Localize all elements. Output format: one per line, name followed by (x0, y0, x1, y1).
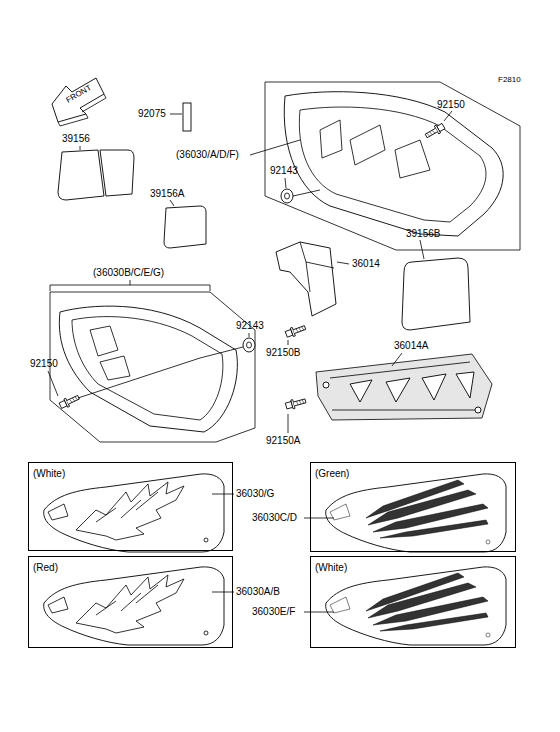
cover-panel-upper-stroke (444, 111, 452, 121)
cover-variant-drawings-stroke (44, 474, 224, 552)
cover-panel-lower-stroke (72, 317, 223, 420)
cover-panel-lower-stroke (59, 306, 237, 432)
front-arrow-icon (52, 78, 106, 126)
callout-number: 92143 (236, 320, 264, 332)
bracket-36014-stroke (285, 323, 307, 338)
front-arrow-icon-stroke (52, 78, 104, 122)
callout-number: 36030/G (236, 488, 274, 500)
cover-panel-upper-stroke (284, 92, 503, 236)
cover-variant-drawings-stroke-stroke (330, 480, 490, 544)
callout-number: 92150 (30, 358, 58, 370)
callout-number: 92150 (437, 99, 465, 111)
cover-variant-drawings-stroke-stroke (326, 567, 506, 645)
callout-number: (36030B/C/E/G) (93, 267, 164, 279)
callout-number: 39156 (62, 133, 90, 145)
cover-panel-upper (250, 82, 520, 250)
sticker-39156a (164, 200, 206, 248)
callout-number: 36030A/B (236, 586, 280, 598)
cover-variant-drawings-stroke (326, 474, 506, 552)
sticker-39156b (402, 240, 470, 330)
callout-number: 36030E/F (252, 606, 295, 618)
sticker-39156a-stroke (170, 200, 174, 206)
cover-panel-lower-stroke (58, 393, 80, 410)
chain-guard-36014a (285, 353, 492, 433)
callout-number: 92075 (138, 108, 166, 120)
cover-variant-drawings-stroke-stroke (326, 474, 506, 552)
chain-guard-36014a-stroke (316, 354, 492, 420)
pad-part-stroke (170, 114, 182, 115)
callout-number: 39156A (150, 188, 184, 200)
figure-code: F2810 (498, 74, 521, 86)
callout-number: 92150B (266, 347, 300, 359)
callout-number: 92143 (270, 165, 298, 177)
callout-number: 36014 (352, 258, 380, 270)
callout-number: 36014A (394, 340, 428, 352)
bracket-36014 (276, 242, 349, 345)
cover-variant-drawings-stroke (44, 567, 224, 645)
cover-variant-drawings-stroke-stroke (48, 575, 208, 635)
variant-box: (Green) (310, 462, 516, 552)
sticker-39156 (58, 146, 134, 200)
sticker-39156-stroke (58, 150, 104, 200)
callout-number: (36030/A/D/F) (176, 149, 239, 161)
sticker-39156b-stroke (420, 240, 424, 259)
chain-guard-36014a-stroke (330, 362, 476, 410)
cover-panel-lower-stroke (243, 338, 255, 352)
cover-panel-upper-stroke (320, 120, 430, 178)
chain-guard-36014a-stroke (475, 407, 481, 413)
cover-variant-drawings-stroke-stroke (330, 573, 490, 637)
cover-panel-lower-stroke (50, 292, 255, 442)
sticker-39156-stroke (100, 150, 134, 196)
color-heading: (White) (29, 465, 69, 483)
bracket-36014-stroke (276, 242, 336, 316)
sticker-39156a-stroke (164, 206, 206, 248)
bracket-36014-stroke (337, 262, 349, 264)
cover-panel-upper-stroke (250, 140, 300, 155)
cover-variant-drawings-stroke (326, 567, 506, 645)
cover-panel-upper-stroke (281, 189, 293, 203)
cover-panel-lower (48, 280, 255, 442)
callout-number: 39156B (406, 228, 440, 240)
sticker-39156b-stroke (402, 258, 470, 330)
callout-number: 92150A (266, 435, 300, 447)
cover-panel-lower-stroke (90, 326, 130, 380)
cover-panel-upper-stroke (265, 82, 520, 250)
variant-box: (White) (28, 462, 233, 551)
chain-guard-36014a-stroke (350, 372, 474, 402)
chain-guard-36014a-stroke (288, 414, 289, 433)
bracket-36014-stroke (288, 340, 289, 345)
sticker-39156-stroke (80, 146, 81, 150)
callout-number: 36030C/D (252, 512, 297, 524)
pad-part (170, 103, 191, 131)
cover-variant-drawings-stroke-stroke (44, 567, 224, 645)
color-heading: (White) (311, 559, 351, 577)
color-heading: (Green) (311, 465, 353, 483)
cover-panel-upper-stroke (299, 107, 486, 222)
bracket-36014-stroke (300, 242, 334, 292)
color-heading: (Red) (29, 559, 62, 577)
cover-variant-drawings-stroke (212, 494, 334, 612)
chain-guard-36014a-stroke (392, 353, 402, 366)
cover-variant-drawings-stroke-stroke (48, 482, 208, 542)
variant-box: (Red) (28, 556, 233, 648)
cover-variant-drawings-stroke-stroke (44, 474, 224, 552)
cover-variant-drawings (44, 474, 506, 645)
chain-guard-36014a-stroke (285, 397, 307, 411)
pad-part-stroke (183, 103, 191, 131)
cover-panel-lower-stroke (200, 333, 249, 358)
cover-panel-lower-stroke (48, 358, 200, 398)
variant-box: (White) (310, 556, 516, 648)
cover-panel-upper-stroke (285, 178, 320, 196)
chain-guard-36014a-stroke (323, 382, 329, 388)
cover-panel-lower-stroke (50, 280, 210, 291)
cover-panel-upper-stroke (424, 122, 446, 140)
